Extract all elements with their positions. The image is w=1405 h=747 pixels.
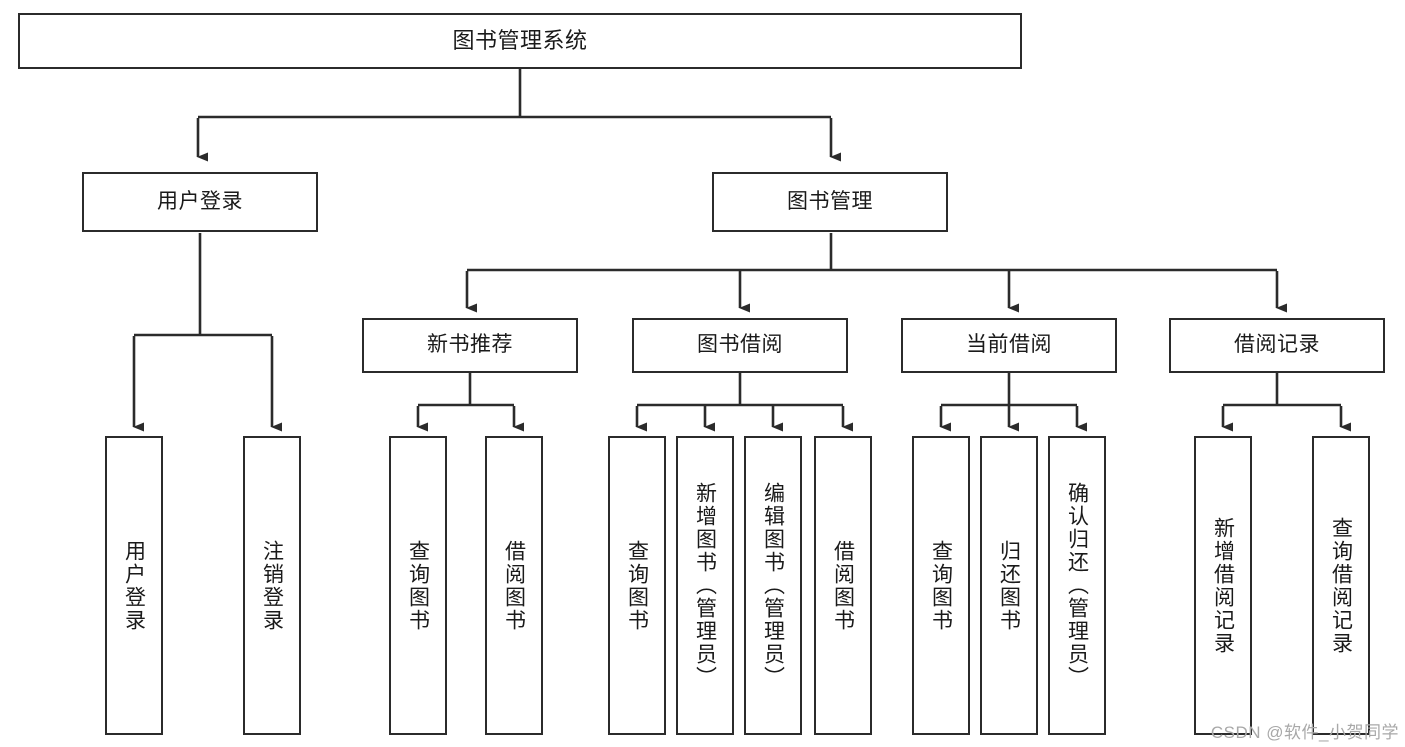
- leaf-add-book-admin[interactable]: 新增图书（管理员）: [676, 436, 734, 735]
- node-label: 查询图书: [625, 539, 649, 632]
- node-label: 新增图书（管理员）: [693, 482, 717, 689]
- leaf-user-login[interactable]: 用户登录: [105, 436, 163, 735]
- node-label: 借阅图书: [831, 539, 855, 632]
- node-label: 注销登录: [260, 539, 284, 632]
- node-book-borrow[interactable]: 图书借阅: [632, 318, 848, 373]
- leaf-query-books-borrow[interactable]: 查询图书: [608, 436, 666, 735]
- node-user-login[interactable]: 用户登录: [82, 172, 318, 232]
- leaf-return-book[interactable]: 归还图书: [980, 436, 1038, 735]
- leaf-edit-book-admin[interactable]: 编辑图书（管理员）: [744, 436, 802, 735]
- leaf-query-books-recommend[interactable]: 查询图书: [389, 436, 447, 735]
- node-book-management[interactable]: 图书管理: [712, 172, 948, 232]
- node-borrow-records[interactable]: 借阅记录: [1169, 318, 1385, 373]
- node-label: 归还图书: [997, 539, 1021, 632]
- node-label: 编辑图书（管理员）: [761, 482, 785, 689]
- leaf-query-books-current[interactable]: 查询图书: [912, 436, 970, 735]
- leaf-borrow-books-recommend[interactable]: 借阅图书: [485, 436, 543, 735]
- leaf-logout[interactable]: 注销登录: [243, 436, 301, 735]
- node-root-system[interactable]: 图书管理系统: [18, 13, 1022, 69]
- node-label: 借阅记录: [1234, 333, 1320, 357]
- node-new-book-recommend[interactable]: 新书推荐: [362, 318, 578, 373]
- node-label: 当前借阅: [966, 333, 1052, 357]
- node-label: 图书管理: [787, 189, 873, 213]
- node-label: 新书推荐: [427, 333, 513, 357]
- node-label: 确认归还（管理员）: [1065, 482, 1089, 689]
- leaf-borrow-book[interactable]: 借阅图书: [814, 436, 872, 735]
- leaf-add-borrow-record[interactable]: 新增借阅记录: [1194, 436, 1252, 735]
- node-current-borrow[interactable]: 当前借阅: [901, 318, 1117, 373]
- node-label: 查询图书: [929, 539, 953, 632]
- node-label: 用户登录: [122, 539, 146, 632]
- node-label: 新增借阅记录: [1211, 516, 1235, 655]
- node-label: 借阅图书: [502, 539, 526, 632]
- node-label: 图书借阅: [697, 333, 783, 357]
- node-label: 用户登录: [157, 189, 243, 213]
- node-label: 查询借阅记录: [1329, 516, 1353, 655]
- node-label: 查询图书: [406, 539, 430, 632]
- csdn-watermark: CSDN @软件_小贺同学: [1210, 723, 1399, 742]
- node-label: 图书管理系统: [452, 28, 588, 54]
- leaf-query-borrow-record[interactable]: 查询借阅记录: [1312, 436, 1370, 735]
- leaf-confirm-return-admin[interactable]: 确认归还（管理员）: [1048, 436, 1106, 735]
